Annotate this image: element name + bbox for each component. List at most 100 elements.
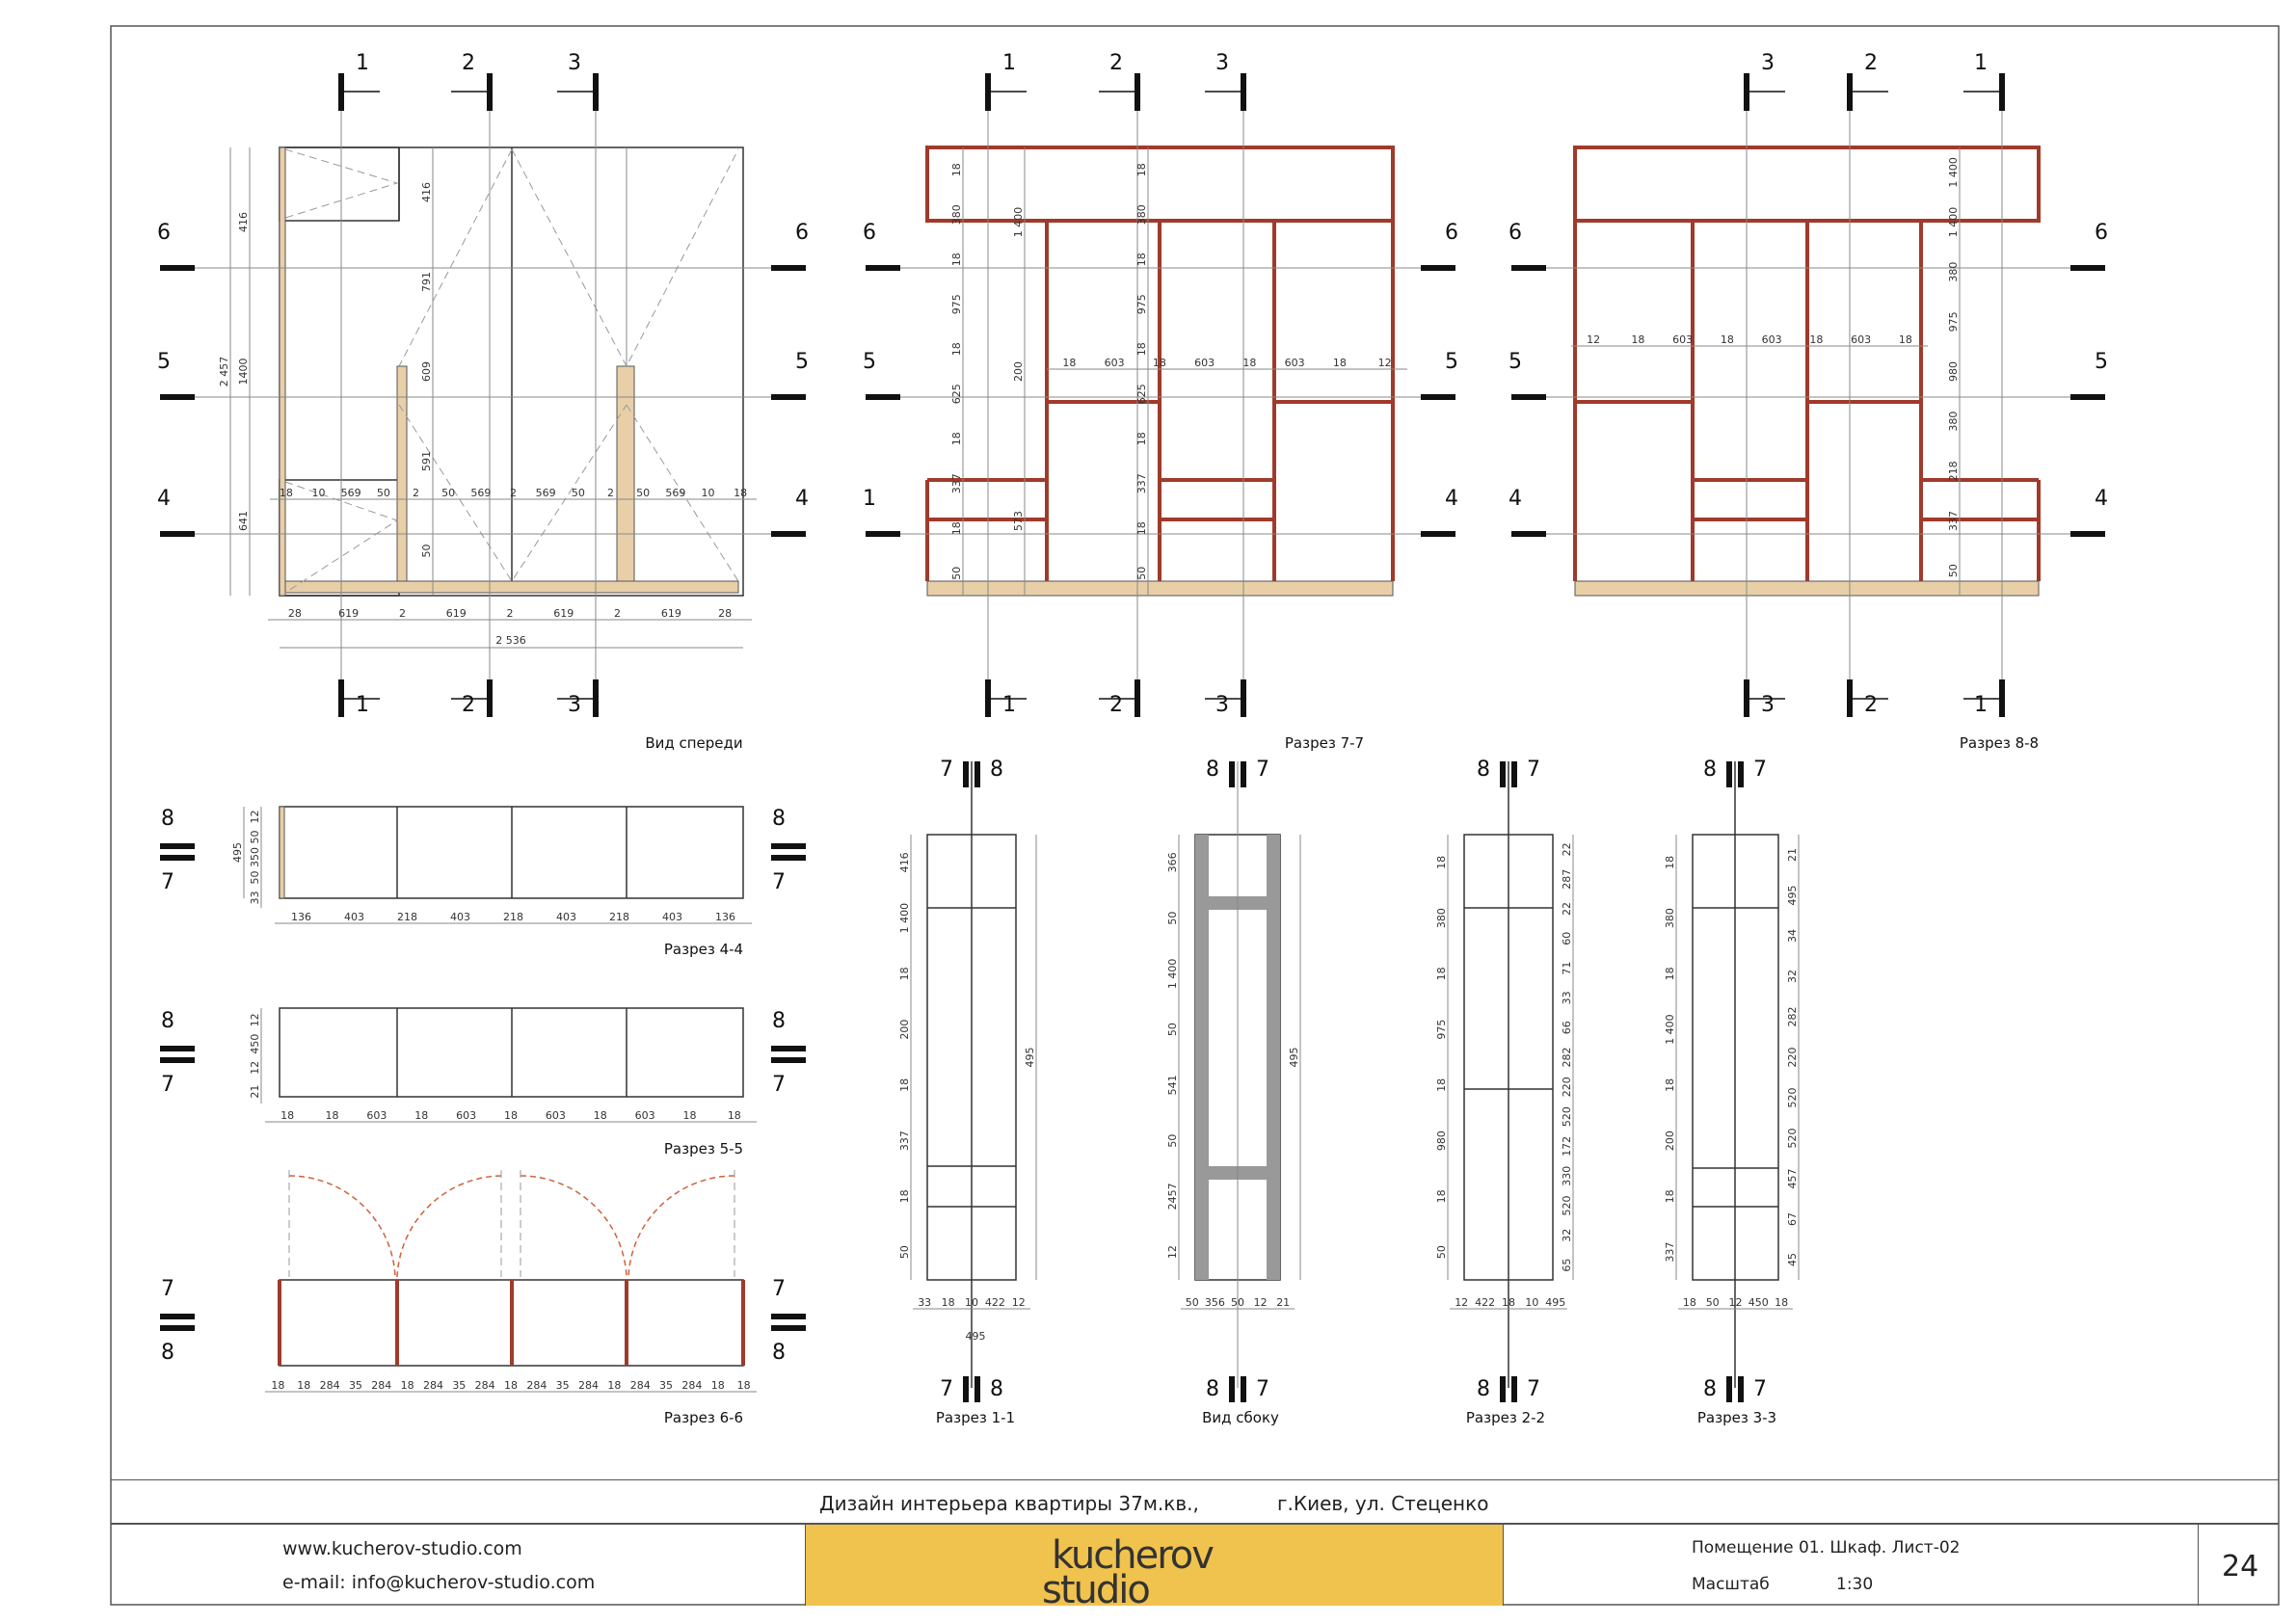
s77-dim: 18	[1135, 432, 1148, 445]
s55-vert-dim: 21	[249, 1085, 261, 1099]
front-height-dim: 416	[237, 212, 250, 232]
section-label: 8	[772, 1009, 786, 1033]
section-label: 5	[1445, 350, 1458, 374]
website-link[interactable]: www.kucherov-studio.com	[282, 1538, 522, 1559]
s88-dim: 50	[1947, 564, 1960, 577]
section-label: 5	[863, 350, 876, 374]
s77-width-dim: 603	[1105, 357, 1125, 369]
s22-dim: 495	[1545, 1296, 1565, 1309]
s33-dim: 50	[1706, 1296, 1720, 1309]
section-label: 5	[795, 350, 809, 374]
s55-dim: 603	[456, 1109, 476, 1122]
s66-dim: 284	[578, 1379, 599, 1392]
view-caption: Вид спереди	[645, 734, 742, 752]
view-caption: Разрез 7-7	[1285, 734, 1364, 752]
s88-dim: 1 400	[1947, 207, 1960, 238]
section-label: 1	[356, 51, 369, 75]
section-label: 1	[1002, 51, 1016, 75]
s66-dim: 284	[371, 1379, 391, 1392]
s33-dim: 12	[1729, 1296, 1743, 1309]
front-row-dim: 569	[470, 487, 491, 499]
s66-dim: 284	[320, 1379, 340, 1392]
s66-dim: 18	[271, 1379, 284, 1392]
s22-dim: 50	[1435, 1245, 1448, 1259]
section-label: 2	[1109, 51, 1123, 75]
front-row-dim: 50	[441, 487, 455, 499]
s77-dim: 18	[950, 342, 963, 356]
email-link[interactable]: e-mail: info@kucherov-studio.com	[282, 1572, 596, 1593]
scale-label: Масштаб	[1692, 1575, 1770, 1594]
s11-dim: 33	[918, 1296, 931, 1309]
view-caption: Вид сбоку	[1202, 1409, 1279, 1426]
s77-dim: 18	[950, 432, 963, 445]
s44-dim: 218	[503, 911, 523, 923]
section-label: 8	[990, 758, 1003, 782]
s33-dim: 520	[1786, 1129, 1799, 1149]
section-label: 3	[568, 693, 581, 717]
s22-dim: 975	[1435, 1020, 1448, 1040]
section-label: 8	[161, 1009, 174, 1033]
section-5-5	[279, 1007, 744, 1098]
front-height-dim: 641	[237, 511, 250, 531]
section-label: 7	[161, 1277, 174, 1301]
section-label: 6	[2095, 221, 2108, 245]
front-width-dim: 28	[718, 607, 732, 620]
section-label: 2	[1109, 693, 1123, 717]
s88-dim: 337	[1947, 511, 1960, 531]
s66-dim: 18	[711, 1379, 725, 1392]
front-view	[279, 146, 744, 597]
s33-dim: 45	[1786, 1253, 1799, 1266]
s55-dim: 603	[635, 1109, 655, 1122]
section-label: 3	[568, 51, 581, 75]
s77-dim: 380	[950, 204, 963, 225]
front-width-dim: 619	[553, 607, 574, 620]
section-label: 1	[1974, 51, 1988, 75]
s77-dim: 975	[950, 294, 963, 314]
s11-dim: 416	[898, 852, 911, 872]
s77-width-dim: 603	[1194, 357, 1215, 369]
s44-vert-dim: 350	[249, 847, 261, 867]
section-label: 8	[772, 1341, 786, 1365]
s11-dim: 18	[898, 1078, 911, 1092]
s33-dim: 18	[1664, 1078, 1676, 1092]
front-total-width: 2 536	[495, 634, 526, 647]
s66-dim: 18	[607, 1379, 621, 1392]
s88-width-dim: 603	[1851, 333, 1871, 346]
s66-dim: 284	[526, 1379, 547, 1392]
s22-dim: 18	[1435, 1189, 1448, 1203]
s22-dim: 22	[1561, 842, 1573, 856]
section-label: 5	[1508, 350, 1522, 374]
s55-dim: 603	[546, 1109, 566, 1122]
s11-dim: 200	[898, 1020, 911, 1040]
section-label: 8	[161, 1341, 174, 1365]
s77-dim: 337	[950, 473, 963, 493]
s11-dim: 337	[898, 1131, 911, 1151]
section-label: 6	[157, 221, 171, 245]
side-view-dim: 366	[1166, 852, 1179, 872]
s77-dim: 18	[1135, 163, 1148, 176]
s22-dim: 66	[1561, 1021, 1573, 1034]
section-label: 7	[1527, 758, 1540, 782]
section-label: 8	[161, 807, 174, 831]
s44-dim: 218	[397, 911, 417, 923]
side-view	[1194, 761, 1281, 1388]
front-row-dim: 50	[572, 487, 585, 499]
s44-vert-dim: 12	[249, 811, 261, 824]
front-row-dim: 2	[510, 487, 517, 499]
front-inner-dim: 416	[420, 182, 433, 202]
s22-dim: 282	[1561, 1048, 1573, 1068]
s77-dim: 625	[950, 384, 963, 404]
s66-dim: 18	[737, 1379, 751, 1392]
s44-dim: 403	[662, 911, 682, 923]
side-view-dim: 2457	[1166, 1183, 1179, 1210]
s33-dim: 21	[1786, 848, 1799, 862]
section-label: 1	[1002, 693, 1016, 717]
front-height-dim: 1400	[237, 359, 250, 386]
s88-width-dim: 18	[1809, 333, 1823, 346]
front-width-dim: 2	[399, 607, 406, 620]
section-label: 6	[863, 221, 876, 245]
s88-width-dim: 603	[1672, 333, 1693, 346]
s55-dim: 18	[682, 1109, 696, 1122]
front-width-dim: 619	[661, 607, 681, 620]
front-row-dim: 50	[377, 487, 390, 499]
